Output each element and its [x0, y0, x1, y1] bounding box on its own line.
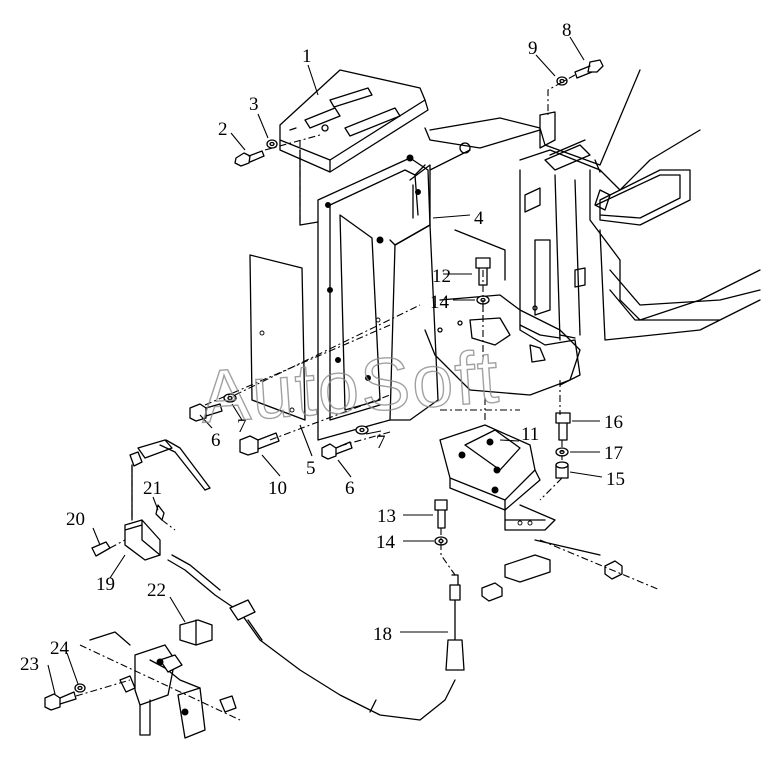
back-panel-part-5 — [249, 254, 306, 421]
lower-lever-mount — [89, 631, 237, 739]
projection-lines — [75, 74, 661, 721]
hardware — [44, 59, 604, 711]
label-part-12: 12 — [432, 266, 451, 287]
label-part-14b: 14 — [376, 532, 396, 553]
mount-blocks — [481, 539, 623, 602]
label-part-23: 23 — [20, 654, 39, 675]
cable-part-18 — [167, 554, 465, 721]
label-part-24: 24 — [50, 638, 70, 659]
label-part-8: 8 — [562, 20, 572, 41]
label-part-4: 4 — [474, 208, 484, 229]
label-part-1: 1 — [302, 46, 312, 67]
main-frame-drawing — [424, 69, 761, 396]
label-part-2: 2 — [218, 119, 228, 140]
label-part-10: 10 — [268, 478, 287, 499]
label-part-19: 19 — [96, 574, 115, 595]
label-part-5: 5 — [306, 458, 316, 479]
label-part-18: 18 — [373, 624, 392, 645]
label-part-3: 3 — [249, 94, 259, 115]
watermark-text: AutoSoft — [198, 335, 503, 439]
label-part-11: 11 — [521, 424, 539, 445]
leader-lines — [47, 36, 603, 695]
label-part-21: 21 — [143, 478, 162, 499]
label-part-13: 13 — [377, 506, 396, 527]
label-part-17: 17 — [604, 443, 623, 464]
label-part-7b: 7 — [376, 432, 386, 453]
label-part-6b: 6 — [345, 478, 355, 499]
lever-assembly — [129, 439, 211, 521]
label-part-15: 15 — [606, 469, 625, 490]
label-part-14a: 14 — [430, 292, 450, 313]
label-part-7a: 7 — [237, 416, 247, 437]
label-part-9: 9 — [528, 38, 538, 59]
bracket-part-11 — [439, 424, 556, 531]
label-part-16: 16 — [604, 412, 623, 433]
cover-plate-part-1 — [279, 69, 429, 173]
label-part-20: 20 — [66, 509, 85, 530]
label-part-22: 22 — [147, 580, 166, 601]
part-labels: 1 2 3 4 5 6 6 7 7 8 9 10 11 12 13 14 14 … — [20, 20, 625, 675]
label-part-6a: 6 — [211, 430, 221, 451]
